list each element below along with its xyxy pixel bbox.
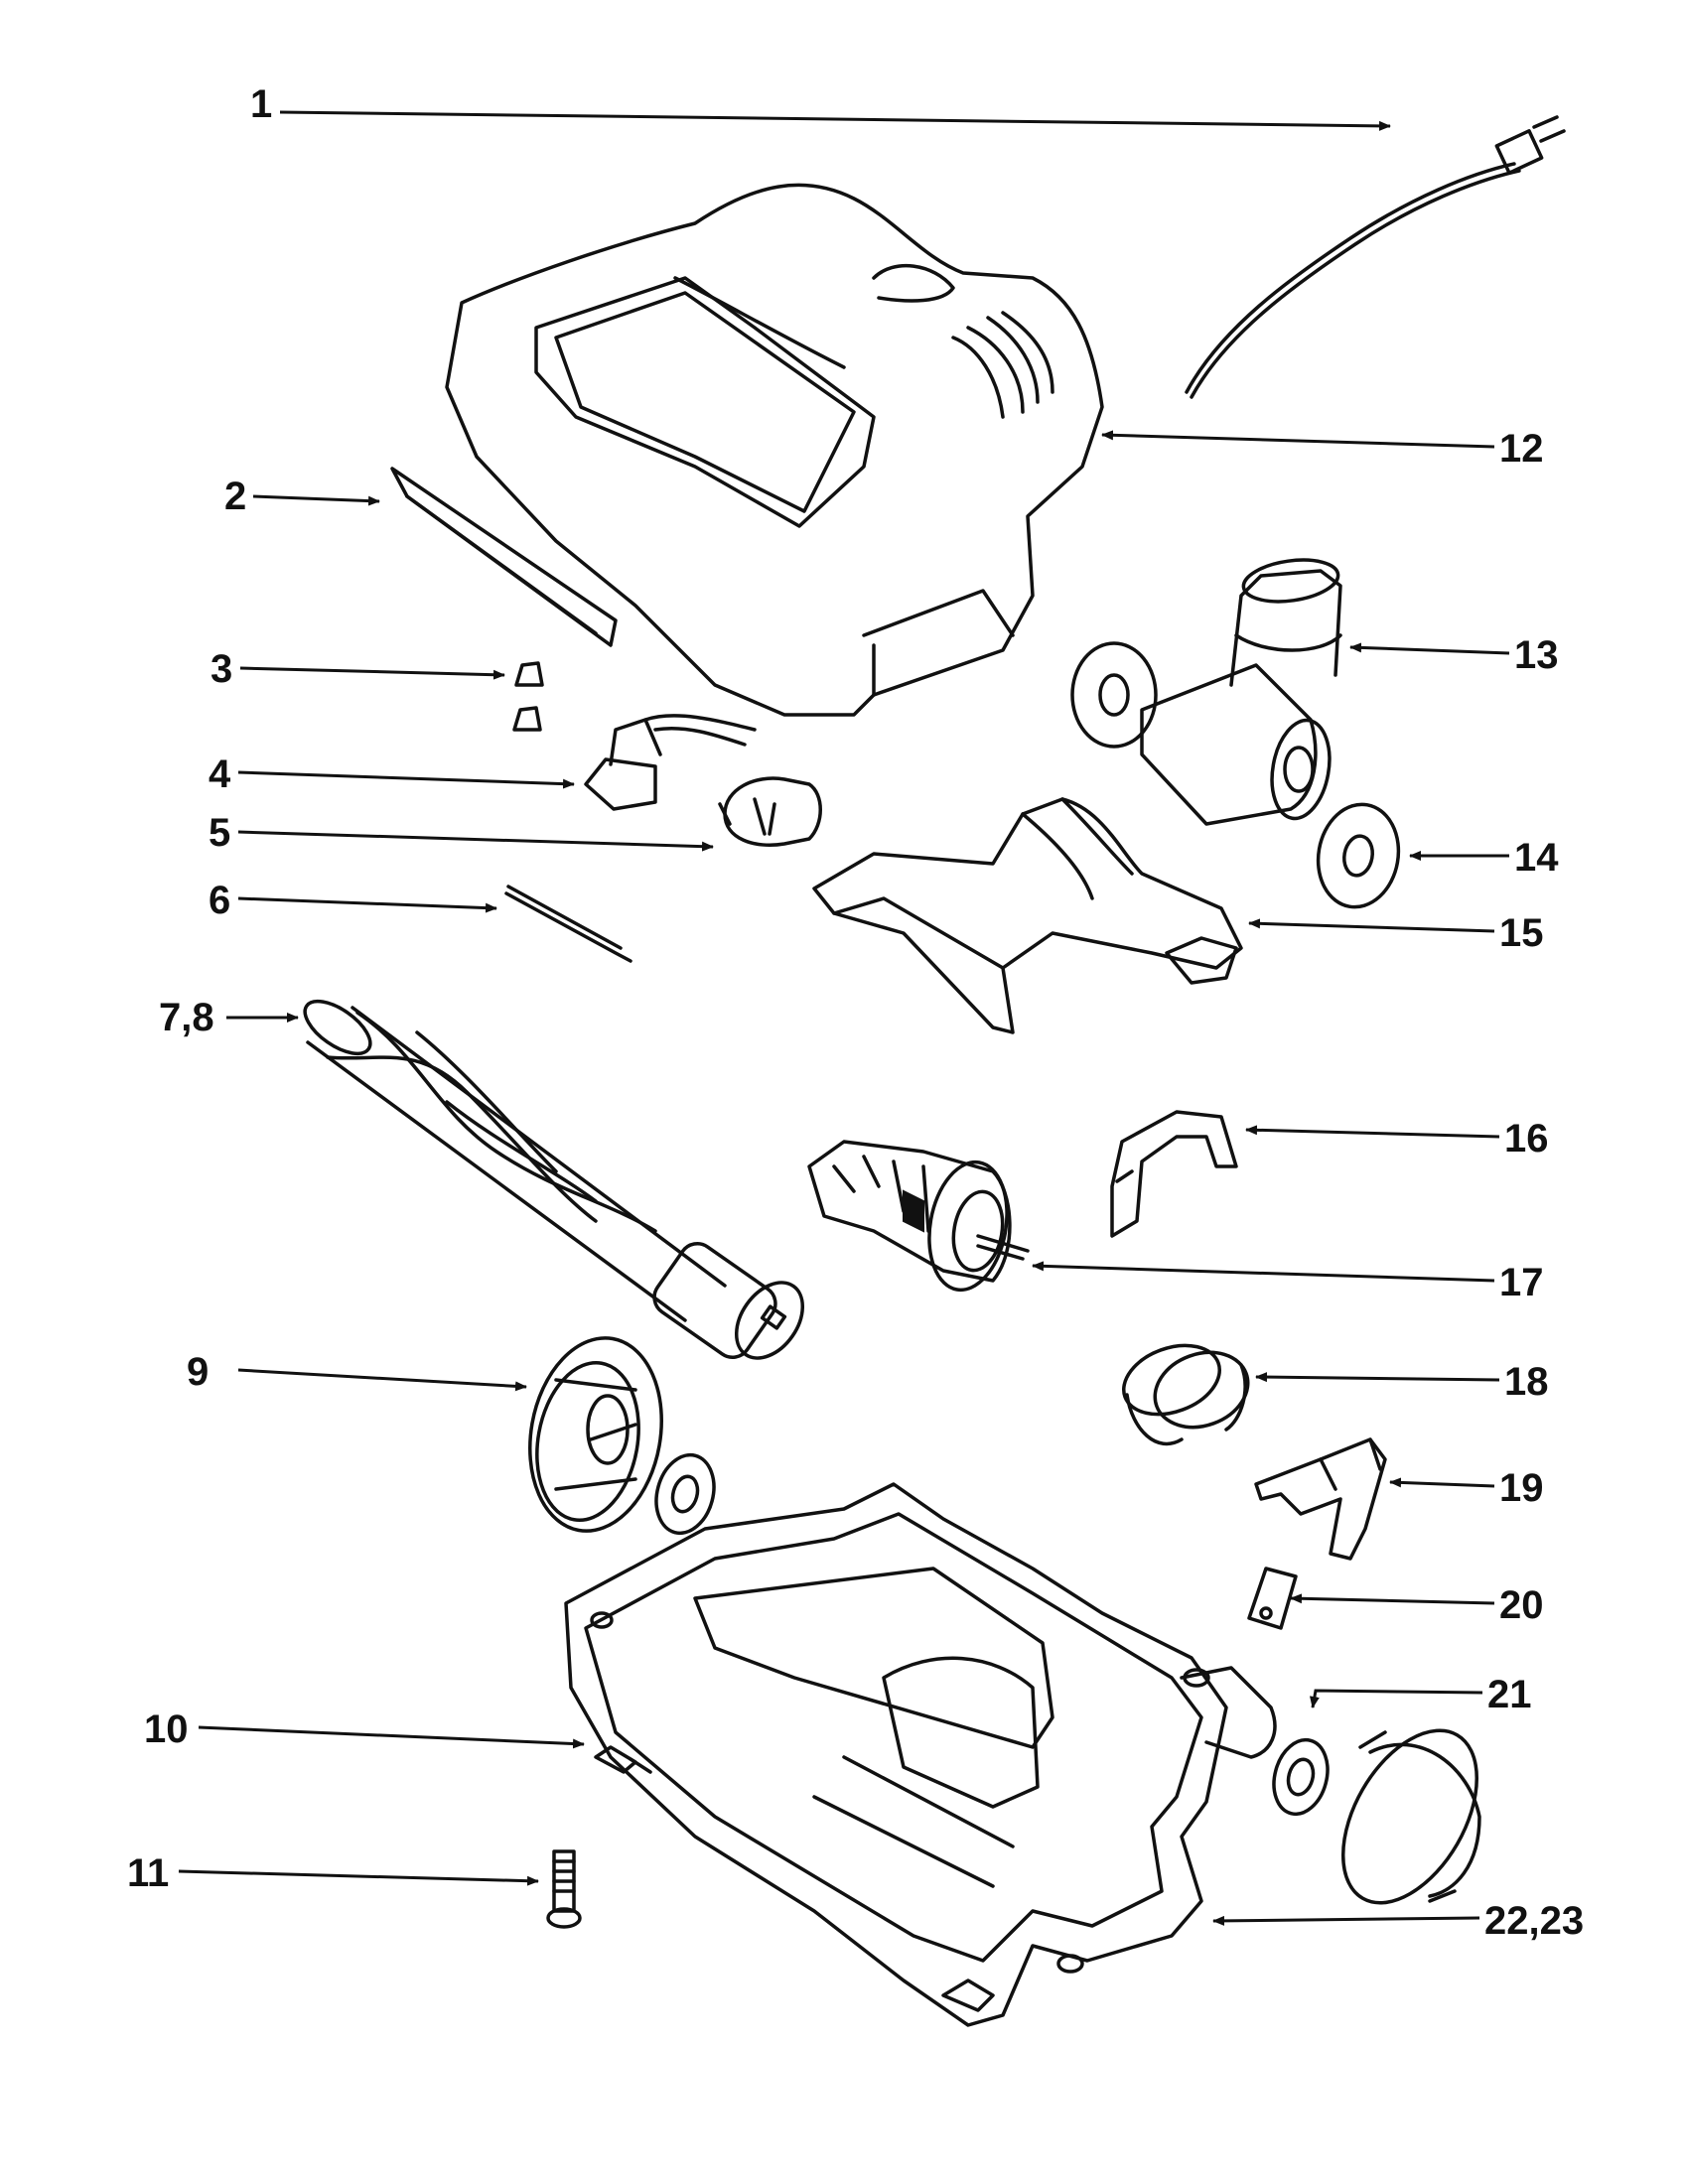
- callout-18: 18: [1504, 1360, 1549, 1404]
- leader-12: [1101, 430, 1495, 449]
- leader-9: [237, 1368, 527, 1392]
- callout-1: 1: [250, 82, 272, 126]
- axle-washer-part: [1272, 1737, 1330, 1817]
- callout-20: 20: [1499, 1583, 1544, 1627]
- leader-18: [1255, 1372, 1500, 1383]
- leader-13: [1349, 642, 1510, 655]
- leader-20: [1290, 1593, 1495, 1605]
- leader-2: [252, 494, 380, 506]
- callout-2: 2: [224, 475, 246, 518]
- nozzle-tube-part: [1070, 558, 1342, 826]
- callout-6: 6: [209, 879, 230, 922]
- callout-7-8: 7,8: [159, 996, 214, 1039]
- callout-14: 14: [1514, 836, 1559, 880]
- callout-9: 9: [187, 1350, 209, 1394]
- bumper-strip-part: [390, 467, 618, 647]
- small-plate-part: [1247, 1567, 1298, 1630]
- leader-1: [279, 110, 1391, 131]
- callout-13: 13: [1514, 633, 1559, 677]
- leader-15: [1248, 918, 1495, 933]
- belt-part: [504, 885, 632, 963]
- power-cord-part: [1185, 115, 1566, 399]
- callout-5: 5: [209, 811, 230, 855]
- callout-22-23: 22,23: [1484, 1899, 1584, 1943]
- callout-19: 19: [1499, 1466, 1544, 1510]
- leader-10: [198, 1725, 585, 1749]
- wheel-hub-part: [528, 1336, 716, 1536]
- leader-5: [237, 830, 714, 852]
- leader-19: [1389, 1477, 1495, 1488]
- leader-21: [1309, 1689, 1483, 1708]
- leader-3: [239, 666, 505, 680]
- leader-lines: [178, 110, 1510, 1926]
- light-socket-part: [584, 714, 757, 811]
- callout-labels: 1 2 3 4 5 6 7,8 9 10 11 12 13 14 15 16 1…: [127, 82, 1584, 1943]
- bracket-part: [1110, 1110, 1238, 1238]
- leader-11: [178, 1869, 539, 1886]
- callout-12: 12: [1499, 427, 1544, 471]
- hood-cover-part: [445, 183, 1104, 717]
- brush-roll-part: [303, 999, 805, 1360]
- callout-11: 11: [127, 1851, 169, 1895]
- light-bulb-part: [718, 776, 822, 847]
- callout-15: 15: [1499, 911, 1544, 955]
- leader-6: [237, 896, 497, 913]
- inner-housing-part: [812, 797, 1243, 1034]
- leader-22-23: [1212, 1915, 1480, 1926]
- base-plate-part: [564, 1482, 1277, 2027]
- motor-part: [807, 1140, 1030, 1293]
- screw-part: [546, 1849, 582, 1929]
- cap-nuts-part: [512, 661, 544, 732]
- rear-wheel-part: [1340, 1728, 1481, 1905]
- leader-17: [1032, 1261, 1495, 1283]
- callout-21: 21: [1487, 1673, 1532, 1716]
- callout-4: 4: [209, 752, 231, 796]
- latch-clip-part: [1254, 1437, 1387, 1561]
- washer-part: [1316, 802, 1401, 909]
- belt-ring-part: [1122, 1343, 1250, 1446]
- leader-16: [1245, 1125, 1500, 1139]
- callout-17: 17: [1499, 1261, 1544, 1304]
- callout-10: 10: [144, 1707, 189, 1751]
- callout-16: 16: [1504, 1117, 1549, 1160]
- callout-3: 3: [210, 647, 232, 691]
- leader-4: [237, 770, 575, 789]
